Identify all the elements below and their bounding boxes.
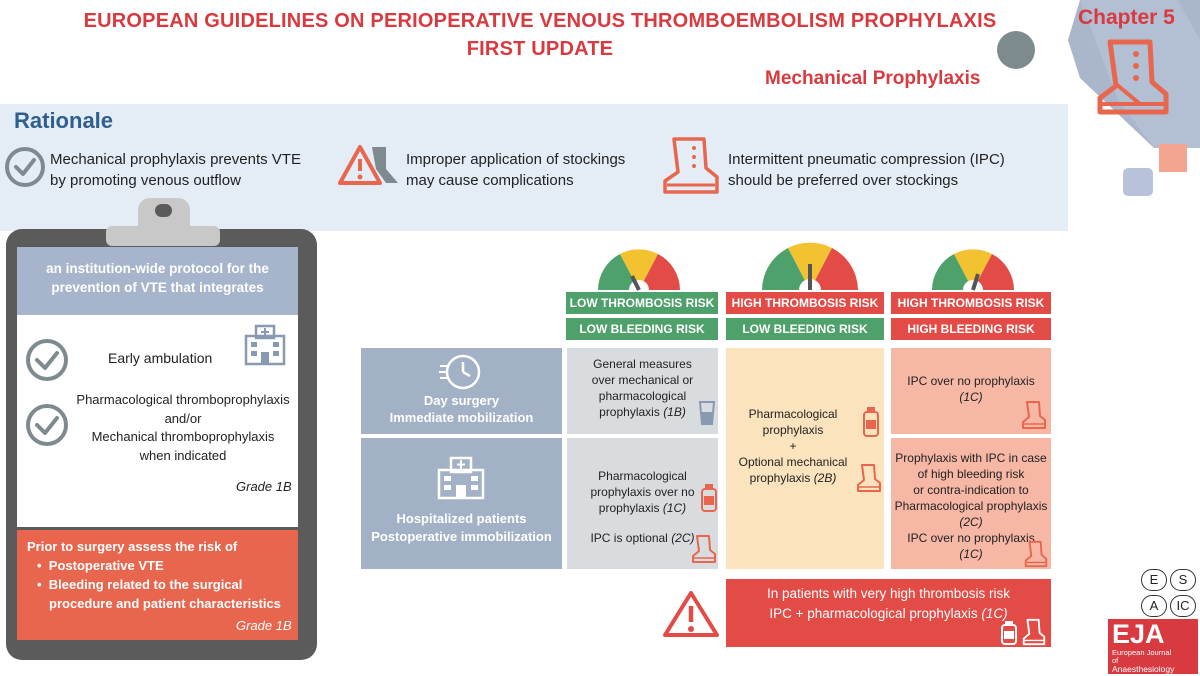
medicine-vial-icon bbox=[701, 484, 717, 512]
esaic-logo-e: E bbox=[1141, 569, 1167, 591]
page-subtitle: FIRST UPDATE bbox=[466, 38, 614, 60]
cell-low-low-day: General measures over mechanical or phar… bbox=[567, 348, 718, 434]
col2-bleeding-header: LOW BLEEDING RISK bbox=[726, 318, 884, 340]
protocol-header: an institution-wide protocol for the pre… bbox=[17, 247, 298, 315]
row-hospitalized: Hospitalized patients Postoperative immo… bbox=[361, 438, 562, 569]
page-title: EUROPEAN GUIDELINES ON PERIOPERATIVE VEN… bbox=[83, 10, 997, 32]
ipc-boot-icon bbox=[1022, 401, 1046, 429]
hospital-icon bbox=[437, 456, 485, 500]
eja-logo: EJA European Journal of Anaesthesiology bbox=[1108, 619, 1198, 674]
grade-label: Grade 1B bbox=[236, 618, 292, 633]
col3-bleeding-header: HIGH BLEEDING RISK bbox=[891, 318, 1051, 340]
rationale-item-2: Improper application of stockings may ca… bbox=[406, 151, 626, 189]
ipc-boot-icon bbox=[1024, 540, 1048, 568]
ipc-boot-icon bbox=[1097, 39, 1169, 115]
chapter-label: Chapter 5 bbox=[1078, 6, 1175, 29]
ipc-boot-icon bbox=[692, 535, 716, 563]
decor-square-blue bbox=[1123, 168, 1153, 196]
assess-box: Prior to surgery assess the risk of • Po… bbox=[17, 530, 298, 640]
decor-square-orange bbox=[1159, 144, 1187, 172]
esaic-logo-ic: IC bbox=[1170, 595, 1196, 617]
clock-icon bbox=[439, 354, 481, 390]
pharmacological-item: Pharmacological thromboprophylaxis and/o… bbox=[76, 392, 290, 463]
early-ambulation: Early ambulation bbox=[108, 350, 213, 366]
warning-icon bbox=[663, 591, 719, 637]
ipc-boot-icon bbox=[857, 464, 881, 492]
clipboard-clip-hole bbox=[155, 204, 172, 217]
ipc-boot-icon bbox=[1022, 618, 1046, 646]
cup-icon bbox=[698, 401, 716, 425]
grade-label: Grade 1B bbox=[236, 479, 292, 494]
decor-circle bbox=[997, 31, 1035, 69]
very-high-risk-box: In patients with very high thrombosis ri… bbox=[726, 579, 1051, 647]
gauge-high-icon bbox=[932, 249, 1014, 294]
rationale-heading: Rationale bbox=[14, 108, 114, 133]
esaic-logo-a: A bbox=[1141, 595, 1167, 617]
col1-bleeding-header: LOW BLEEDING RISK bbox=[566, 318, 718, 340]
warning-leg-icon bbox=[338, 145, 398, 185]
medicine-vial-icon bbox=[863, 407, 879, 437]
cell-high-high-hospitalized: Prophylaxis with IPC in case of high ble… bbox=[891, 438, 1051, 569]
rationale-item-1: Mechanical prophylaxis prevents VTE by p… bbox=[50, 151, 301, 189]
gauge-high-icon bbox=[762, 242, 858, 294]
check-circle-icon bbox=[5, 147, 45, 187]
hospital-icon bbox=[244, 324, 286, 366]
clipboard-clip-bar bbox=[106, 226, 220, 246]
ipc-boot-icon bbox=[663, 137, 719, 194]
check-circle-icon bbox=[26, 404, 68, 446]
col3-thrombosis-header: HIGH THROMBOSIS RISK bbox=[891, 292, 1051, 314]
cell-low-low-hospitalized: Pharmacological prophylaxis over no prop… bbox=[567, 438, 718, 569]
rationale-item-3: Intermittent pneumatic compression (IPC)… bbox=[728, 151, 1005, 189]
cell-high-low: Pharmacological prophylaxis + Optional m… bbox=[726, 348, 884, 569]
col2-thrombosis-header: HIGH THROMBOSIS RISK bbox=[726, 292, 884, 314]
section-title: Mechanical Prophylaxis bbox=[765, 68, 981, 89]
row-day-surgery: Day surgery Immediate mobilization bbox=[361, 348, 562, 434]
col1-thrombosis-header: LOW THROMBOSIS RISK bbox=[566, 292, 718, 314]
esaic-logo-s: S bbox=[1170, 569, 1196, 591]
check-circle-icon bbox=[26, 339, 68, 381]
gauge-low-icon bbox=[598, 249, 680, 294]
medicine-vial-icon bbox=[1001, 621, 1017, 645]
